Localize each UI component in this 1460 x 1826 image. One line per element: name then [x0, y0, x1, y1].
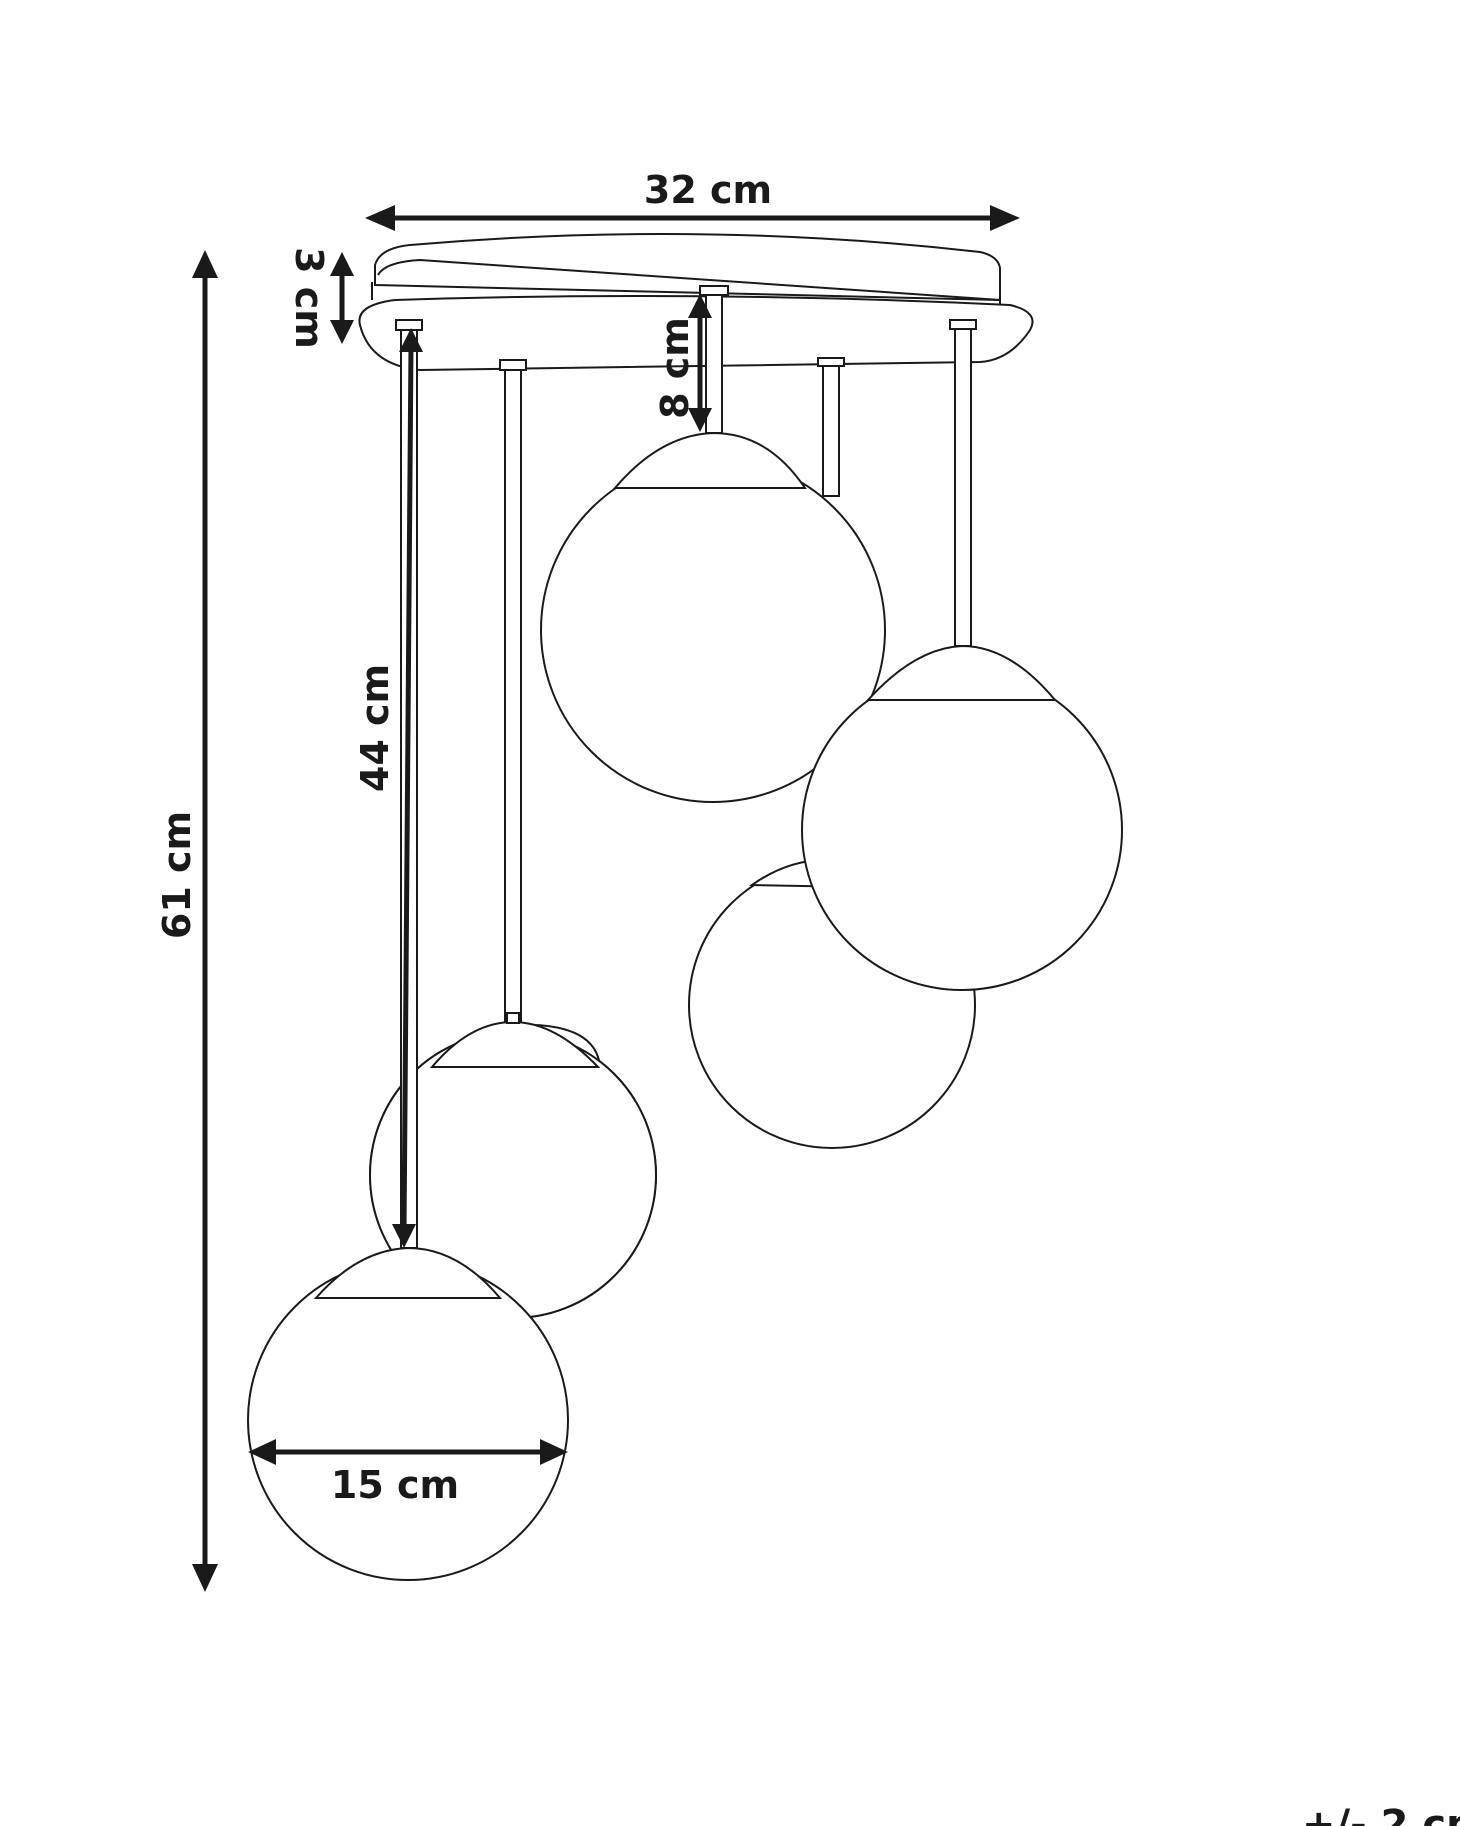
dimension-globe-diameter: 15 cm: [248, 1439, 568, 1507]
dimension-rod-short: 8 cm: [653, 294, 712, 432]
rod-short-label: 8 cm: [653, 317, 697, 419]
canopy-height-label: 3 cm: [287, 247, 331, 349]
tolerance-note: +/- 2 cm: [1302, 1802, 1460, 1826]
rod-long-label: 44 cm: [353, 664, 397, 792]
total-height-label: 61 cm: [155, 811, 199, 939]
globe-front-left: [369, 359, 657, 1319]
dimension-total-height: 61 cm: [155, 250, 218, 1592]
dimension-rod-long: 44 cm: [353, 328, 423, 1248]
width-label: 32 cm: [644, 168, 772, 212]
globe-diameter-label: 15 cm: [331, 1463, 459, 1507]
rod-back-right: [817, 357, 845, 497]
globe-bottom-front: [247, 319, 569, 1581]
dimension-canopy-height: 3 cm: [287, 247, 354, 349]
globe-top-center: [540, 285, 886, 803]
canopy: [358, 233, 1034, 372]
dimension-width: 32 cm: [365, 168, 1020, 231]
globe-right: [801, 319, 1123, 991]
